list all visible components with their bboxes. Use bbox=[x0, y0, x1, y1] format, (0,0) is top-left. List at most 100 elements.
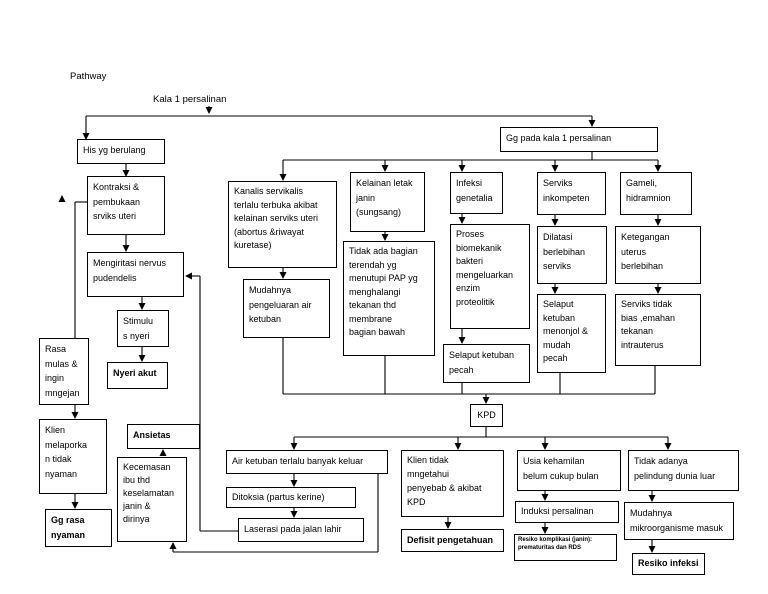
node-proses-line: biomekanik bbox=[456, 242, 502, 253]
node-selaput-menonjol-line: ketuban bbox=[543, 312, 576, 323]
node-kecemasan-line: ibu thd bbox=[123, 475, 151, 486]
node-tidak-ada-bagian-line: Tidak ada bagian bbox=[349, 246, 418, 256]
node-klien-lapor-line: n tidak bbox=[45, 454, 72, 465]
node-defisit-text: Defisit pengetahuan bbox=[407, 535, 494, 545]
node-rasa-mulas-line: Rasa bbox=[45, 344, 67, 354]
node-kpd-text: KPD bbox=[477, 410, 496, 420]
node-serviks-inkompeten-line: inkompeten bbox=[543, 192, 590, 203]
node-mudahnya-mikro: Mudahnya mikroorganisme masuk bbox=[624, 502, 734, 540]
node-kecemasan-line: Kecemasan bbox=[123, 462, 171, 472]
node-ditoksia: Ditoksia (partus kerine) bbox=[226, 487, 356, 508]
node-klien-tidak-tahu-line: penyebab & akibat bbox=[407, 482, 482, 493]
node-dilatasi-line: berlebihan bbox=[543, 246, 586, 257]
node-ansietas: Ansietas bbox=[127, 424, 200, 449]
node-kecemasan-line: keselamatan bbox=[123, 488, 175, 499]
node-klien-tidak-tahu-line: KPD bbox=[407, 496, 426, 507]
node-klien-lapor-line: nyaman bbox=[45, 468, 78, 479]
node-mengiritasi-line: pudendelis bbox=[93, 272, 137, 283]
node-proses-line: mengeluarkan bbox=[456, 269, 514, 280]
node-serviks-inkompeten: Serviks inkompeten bbox=[537, 172, 606, 215]
node-proses-line: proteolitik bbox=[456, 296, 495, 307]
node-tidak-ada-bagian-line: menghalangi bbox=[349, 286, 401, 297]
node-mudahnya-mikro-line: Mudahnya bbox=[630, 508, 673, 518]
node-tidak-ada-bagian-line: membrane bbox=[349, 313, 393, 324]
node-ketegangan-line: Ketegangan bbox=[621, 232, 670, 242]
node-kanalis-line: Kanalis servikalis bbox=[234, 186, 304, 196]
node-kanalis: Kanalis servikalis terlalu terbuka akiba… bbox=[228, 181, 337, 268]
node-kpd: KPD bbox=[470, 404, 503, 427]
node-kecemasan: Kecemasan ibu thd keselamatan janin & di… bbox=[117, 457, 187, 542]
node-induksi-text: Induksi persalinan bbox=[521, 506, 594, 516]
node-serviks-tidak: Serviks tidak bias ,emahan tekanan intra… bbox=[615, 294, 701, 366]
node-selaput-menonjol: Selaput ketuban menonjol & mudah pecah bbox=[537, 294, 606, 373]
node-kelainan-letak-line: janin bbox=[356, 192, 376, 203]
node-kecemasan-line: janin & bbox=[123, 501, 151, 512]
node-tidak-ada-bagian-line: bagian bawah bbox=[349, 327, 406, 337]
node-usia-line: Usia kehamilan bbox=[523, 456, 585, 466]
node-gameli: Gameli, hidramnion bbox=[620, 172, 692, 215]
node-kontraksi-line: pembukaan bbox=[93, 196, 141, 207]
node-selaput-pecah-line: pecah bbox=[449, 364, 474, 375]
node-selaput-menonjol-line: mudah bbox=[543, 339, 571, 350]
node-tidak-adanya-line: Tidak adanya bbox=[634, 456, 688, 466]
node-rasa-mulas: Rasa mulas & ingin mngejan bbox=[39, 338, 89, 405]
node-gg-rasa-line: Gg rasa bbox=[51, 515, 85, 525]
node-resiko-komplikasi-line: prematuritas dan RDS bbox=[518, 544, 582, 551]
node-tidak-ada-bagian-line: menutupi PAP yg bbox=[349, 273, 418, 283]
node-usia-line: belum cukup bulan bbox=[523, 470, 599, 481]
root-label: Kala 1 persalinan bbox=[153, 94, 227, 105]
node-gg-rasa-line: nyaman bbox=[51, 529, 86, 540]
node-resiko-infeksi-text: Resiko infeksi bbox=[638, 558, 699, 568]
node-kanalis-line: kuretase) bbox=[234, 240, 272, 250]
node-rasa-mulas-line: mngejan bbox=[45, 387, 80, 398]
node-kanalis-line: (abortus &riwayat bbox=[234, 226, 305, 237]
node-tidak-ada-bagian-line: tekanan thd bbox=[349, 300, 397, 310]
node-stimulus: Stimulu s nyeri bbox=[117, 310, 169, 347]
node-kanalis-line: terlalu terbuka akibat bbox=[234, 199, 318, 210]
node-ketegangan: Ketegangan uterus berlebihan bbox=[615, 226, 701, 284]
node-serviks-tidak-line: intrauterus bbox=[621, 339, 664, 350]
node-proses-line: Proses bbox=[456, 229, 485, 239]
node-dilatasi: Dilatasi berlebihan serviks bbox=[537, 226, 607, 284]
node-kontraksi-line: srviks uteri bbox=[93, 211, 137, 222]
node-mudahnya-mikro-line: mikroorganisme masuk bbox=[630, 522, 724, 533]
node-tidak-adanya: Tidak adanya pelindung dunia luar bbox=[628, 450, 739, 491]
node-infeksi-line: genetalia bbox=[456, 192, 493, 203]
node-klien-tidak-tahu-line: mngetahui bbox=[407, 468, 450, 479]
node-mudahnya: Mudahnya pengeluaran air ketuban bbox=[243, 279, 330, 338]
node-stimulus-line: s nyeri bbox=[123, 330, 150, 341]
node-mengiritasi: Mengiritasi nervus pudendelis bbox=[87, 252, 184, 297]
node-klien-lapor-line: melaporka bbox=[45, 439, 88, 450]
node-klien-tidak-tahu: Klien tidak mngetahui penyebab & akibat … bbox=[401, 450, 504, 517]
node-proses-line: enzim bbox=[456, 283, 481, 293]
node-mudahnya-line: ketuban bbox=[249, 314, 282, 325]
node-mengiritasi-line: Mengiritasi nervus bbox=[93, 258, 167, 268]
node-his: His yg berulang bbox=[77, 139, 165, 164]
node-rasa-mulas-line: mulas & bbox=[45, 358, 78, 369]
node-his-text: His yg berulang bbox=[83, 145, 146, 155]
node-resiko-infeksi: Resiko infeksi bbox=[632, 553, 705, 575]
node-gg-rasa-nyaman: Gg rasa nyaman bbox=[45, 509, 112, 547]
node-mudahnya-line: pengeluaran air bbox=[249, 299, 312, 310]
node-kelainan-letak-line: (sungsang) bbox=[356, 207, 402, 218]
node-laserasi-text: Laserasi pada jalan lahir bbox=[244, 524, 342, 534]
node-selaput-menonjol-line: menonjol & bbox=[543, 326, 589, 336]
node-klien-lapor: Klien melaporka n tidak nyaman bbox=[39, 419, 107, 494]
node-klien-tidak-tahu-line: Klien tidak bbox=[407, 455, 449, 465]
node-air-ketuban: Air ketuban terlalu banyak keluar bbox=[226, 450, 388, 474]
node-tidak-ada-bagian-line: terendah yg bbox=[349, 259, 397, 270]
node-serviks-tidak-line: bias ,emahan bbox=[621, 312, 676, 323]
node-serviks-tidak-line: Serviks tidak bbox=[621, 299, 673, 309]
node-gg-kala-text: Gg pada kala 1 persalinan bbox=[506, 133, 612, 143]
node-klien-lapor-line: Klien bbox=[45, 425, 66, 435]
node-laserasi: Laserasi pada jalan lahir bbox=[238, 518, 364, 542]
node-kanalis-line: kelainan serviks uteri bbox=[234, 213, 319, 223]
node-kecemasan-line: dirinya bbox=[123, 514, 150, 525]
node-ketegangan-line: berlebihan bbox=[621, 261, 664, 272]
node-selaput-menonjol-line: pecah bbox=[543, 353, 568, 363]
node-kontraksi-line: Kontraksi & bbox=[93, 182, 140, 192]
node-gameli-line: Gameli, bbox=[626, 178, 658, 188]
node-proses: Proses biomekanik bakteri mengeluarkan e… bbox=[450, 224, 530, 329]
node-nyeri-akut: Nyeri akut bbox=[107, 362, 168, 389]
